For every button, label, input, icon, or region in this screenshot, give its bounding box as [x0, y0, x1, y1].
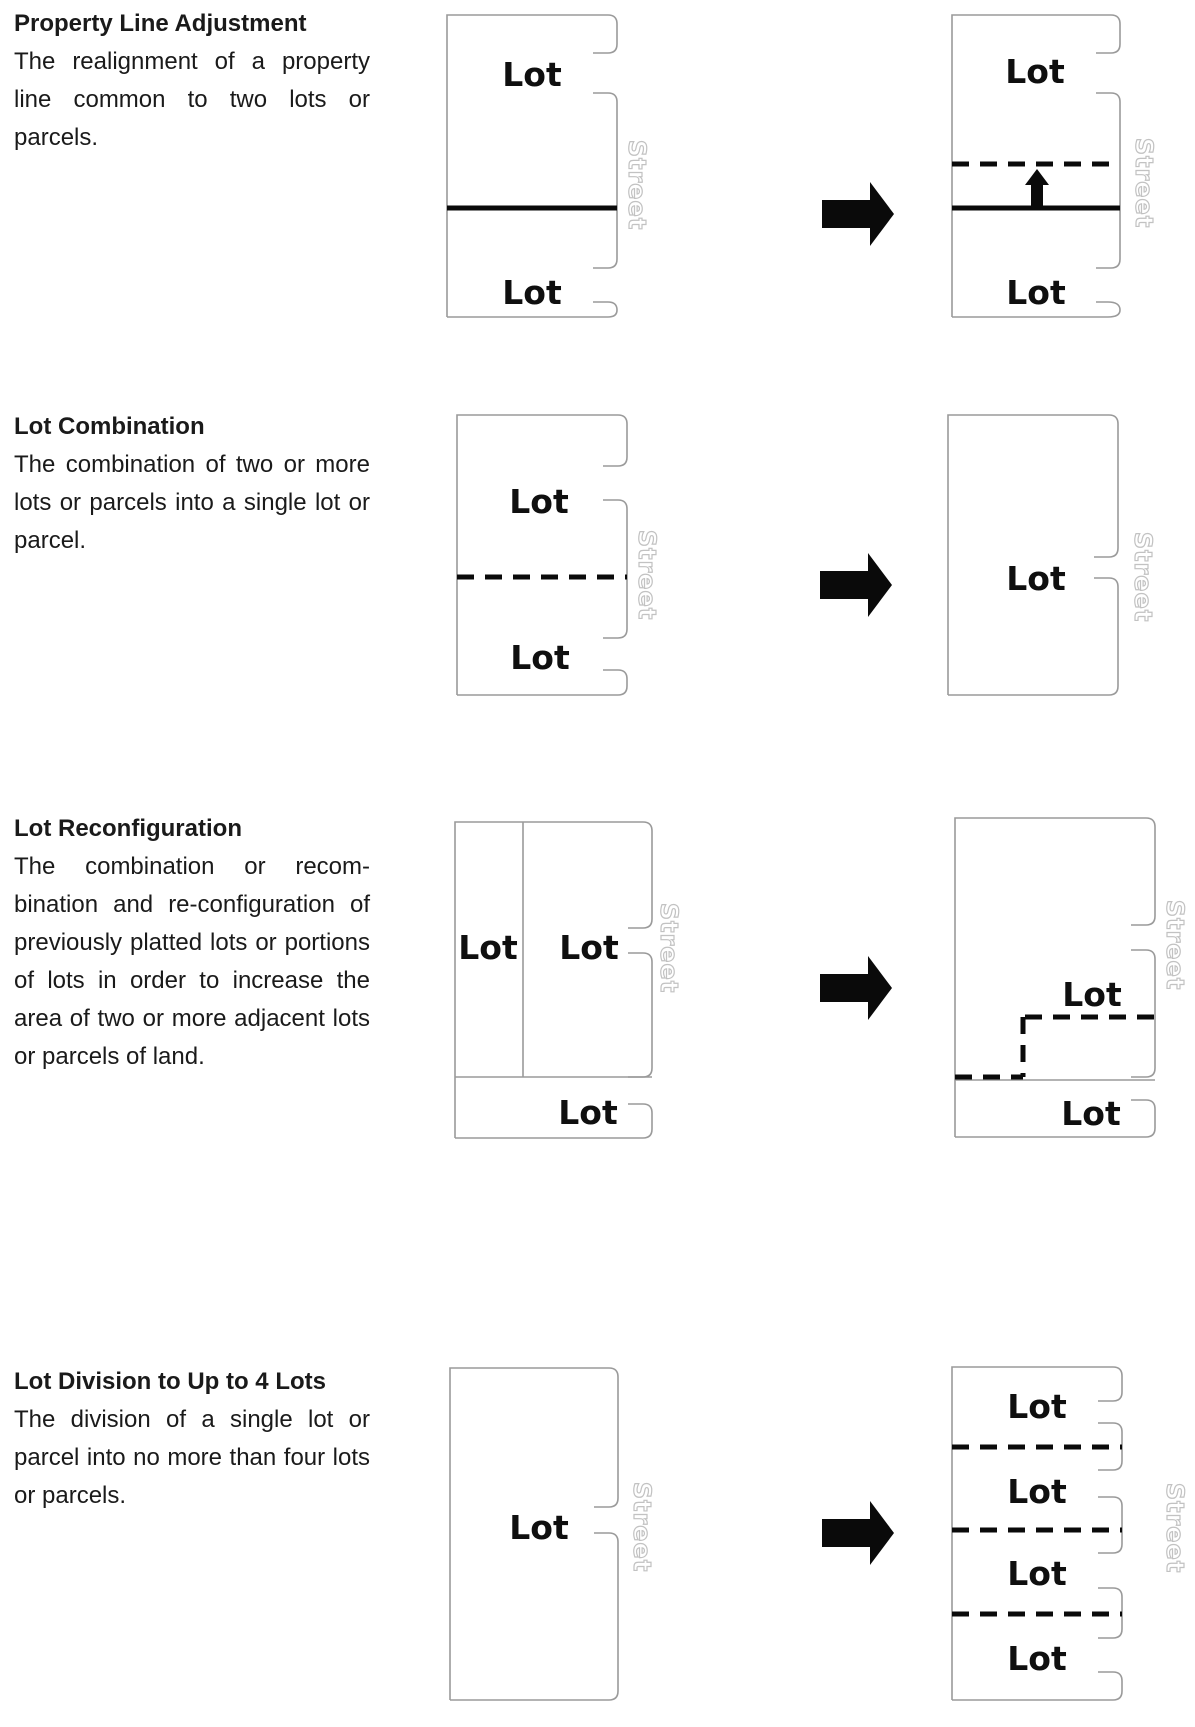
transition-arrow-row1	[822, 182, 894, 246]
street-label: Street	[628, 1482, 656, 1573]
street-frontage	[952, 1671, 1123, 1701]
street-label: Street	[1161, 1483, 1189, 1574]
section-body: The division of a single lot or parcel i…	[14, 1406, 370, 1509]
street-frontage	[455, 1103, 653, 1139]
lot-label: Lot	[509, 1508, 569, 1547]
street-label: Street	[1130, 138, 1158, 229]
right-arrow-icon	[820, 571, 868, 599]
diagram-property-line-adjustment-before: Lot Lot Street	[446, 14, 652, 318]
transition-arrow-row4	[822, 1501, 894, 1565]
diagram-lot-combination-before: Lot Lot Street	[456, 414, 662, 696]
lot-label: Lot	[509, 482, 569, 521]
street-frontage	[952, 301, 1121, 318]
street-label: Street	[1129, 532, 1157, 623]
street-label: Street	[633, 530, 661, 621]
right-arrow-head	[870, 1501, 894, 1565]
lot-label: Lot	[510, 638, 570, 677]
parcel-outline	[449, 1367, 619, 1700]
section-lot-reconfiguration: Lot Reconfiguration The combination or r…	[14, 810, 370, 1076]
lot-label: Lot	[1007, 1639, 1067, 1678]
section-title: Property Line Adjustment	[14, 10, 307, 37]
parcel-outline	[454, 821, 653, 1138]
right-arrow-icon	[822, 200, 870, 228]
street-frontage	[948, 577, 1119, 696]
lot-label: Lot	[1007, 1387, 1067, 1426]
section-title: Lot Reconfiguration	[14, 815, 242, 842]
street-label: Street	[1161, 900, 1189, 991]
lot-label: Lot	[1062, 975, 1122, 1014]
street-frontage	[1131, 949, 1156, 1078]
right-arrow-head	[868, 553, 892, 617]
parcel-outline	[456, 414, 628, 695]
lot-label: Lot	[502, 55, 562, 94]
section-property-line-adjustment: Property Line Adjustment The realignment…	[14, 5, 370, 157]
right-arrow-head	[870, 182, 894, 246]
lot-label: Lot	[1007, 1554, 1067, 1593]
street-label: Street	[623, 140, 651, 231]
transition-arrow-row3	[820, 956, 892, 1020]
diagram-lot-combination-after: Lot Street	[947, 414, 1158, 696]
right-arrow-icon	[822, 1519, 870, 1547]
section-title: Lot Division to Up to 4 Lots	[14, 1368, 326, 1395]
street-frontage	[450, 1532, 619, 1701]
parcel-outline	[954, 817, 1156, 1137]
street-frontage	[1096, 92, 1121, 269]
right-arrow-head	[868, 956, 892, 1020]
transition-arrow-row2	[820, 553, 892, 617]
lot-label: Lot	[1006, 273, 1066, 312]
right-arrow-icon	[820, 974, 868, 1002]
street-frontage	[457, 669, 628, 696]
street-frontage	[1098, 1496, 1123, 1554]
lot-label: Lot	[1007, 1472, 1067, 1511]
street-frontage	[593, 92, 618, 269]
lot-label: Lot	[1006, 559, 1066, 598]
lot-label: Lot	[1005, 52, 1065, 91]
parcel-outline	[947, 414, 1119, 695]
lot-label: Lot	[458, 928, 518, 967]
parcel-outline	[951, 1366, 1123, 1700]
section-body: The realignment of a property line commo…	[14, 48, 370, 151]
street-frontage	[603, 499, 628, 639]
diagram-lot-division-before: Lot Street	[449, 1367, 657, 1701]
section-lot-division: Lot Division to Up to 4 Lots The divisio…	[14, 1363, 370, 1515]
street-frontage	[447, 301, 618, 318]
section-title: Lot Combination	[14, 413, 205, 440]
lot-label: Lot	[558, 1093, 618, 1132]
section-body: The combination or recom-bination and re…	[14, 853, 370, 1070]
diagram-property-line-adjustment-after: Lot Lot Street	[951, 14, 1159, 318]
lot-label: Lot	[1061, 1094, 1121, 1133]
section-lot-combination: Lot Combination The combination of two o…	[14, 408, 370, 560]
parcel-outline	[446, 14, 618, 317]
parcel-outline	[951, 14, 1121, 317]
diagram-lot-reconfiguration-before: Lot Lot Lot Street	[454, 821, 684, 1139]
section-body: The combination of two or more lots or p…	[14, 451, 370, 554]
diagram-lot-reconfiguration-after: Lot Lot Street	[954, 817, 1190, 1138]
diagram-lot-division-after: Lot Lot Lot Lot Street	[951, 1366, 1190, 1701]
street-frontage	[955, 1099, 1156, 1138]
lot-label: Lot	[502, 273, 562, 312]
street-frontage	[628, 952, 653, 1078]
lot-label: Lot	[559, 928, 619, 967]
street-label: Street	[655, 903, 683, 994]
shift-up-arrow-icon	[1025, 169, 1049, 206]
